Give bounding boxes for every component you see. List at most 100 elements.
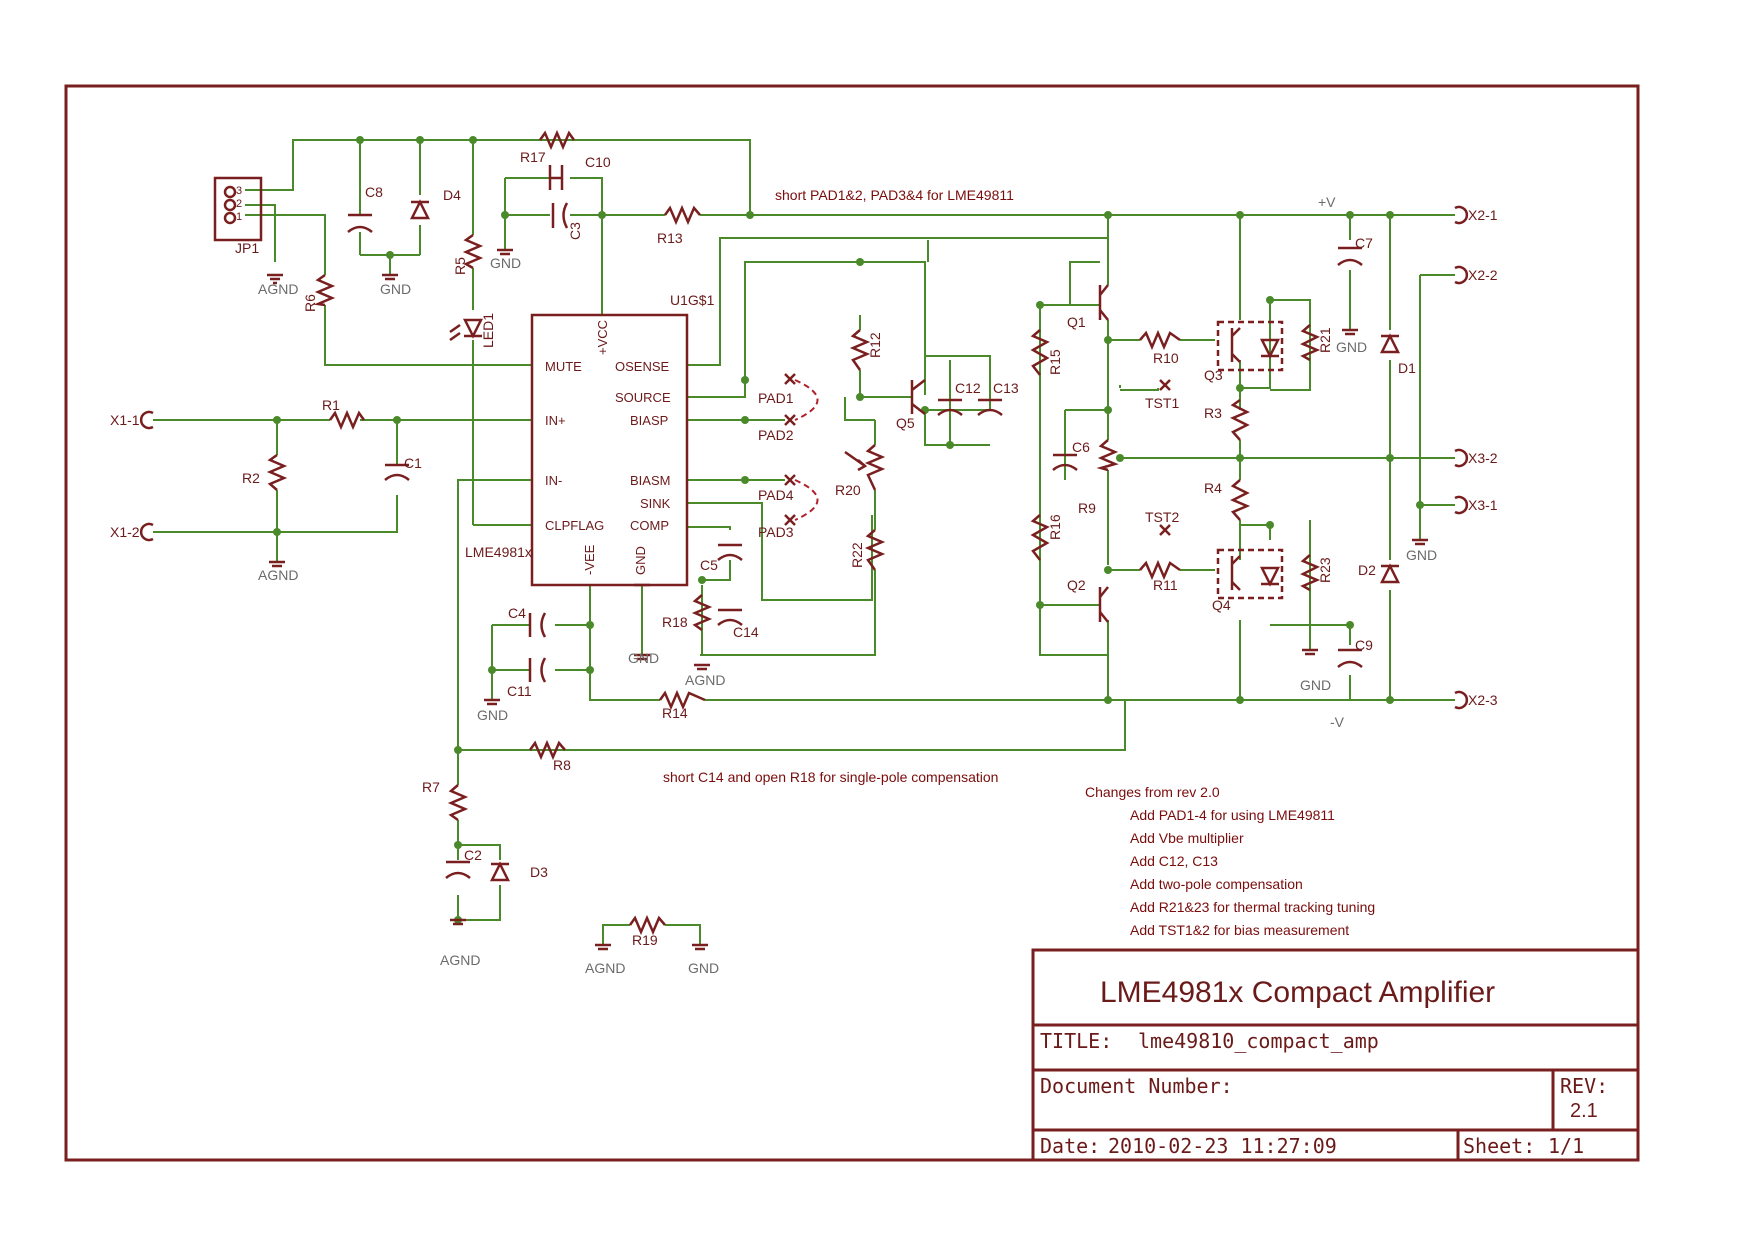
- label-led1: LED1: [480, 313, 496, 348]
- agnd-label: AGND: [258, 281, 298, 297]
- label-r23: R23: [1317, 557, 1333, 583]
- jp1-label: JP1: [235, 240, 259, 256]
- connector-x3-1: X3-1: [1468, 497, 1498, 513]
- pin-comp: COMP: [630, 518, 669, 533]
- label-r18: R18: [662, 614, 688, 630]
- change-item: Add TST1&2 for bias measurement: [1130, 922, 1349, 938]
- gnd-label: GND: [477, 707, 508, 723]
- date-label: Date:: [1040, 1134, 1100, 1158]
- label-d1: D1: [1398, 360, 1416, 376]
- label-c1: C1: [404, 455, 422, 471]
- label-pad2: PAD2: [758, 427, 794, 443]
- label-c8: C8: [365, 184, 383, 200]
- led-led1: [449, 318, 484, 342]
- connector-x2-3: X2-3: [1468, 692, 1498, 708]
- resistor-r23: [1300, 554, 1321, 592]
- capacitor-c12: [937, 398, 963, 416]
- change-item: Add Vbe multiplier: [1130, 830, 1244, 846]
- diode-d4: [409, 199, 431, 220]
- title-label: TITLE:: [1040, 1029, 1112, 1053]
- change-item: Add R21&23 for thermal tracking tuning: [1130, 899, 1375, 915]
- jp1-pin1: 1: [236, 211, 242, 223]
- change-item: Add two-pole compensation: [1130, 876, 1303, 892]
- label-pad4: PAD4: [758, 487, 794, 503]
- resistor-r17: [538, 129, 576, 151]
- agnd-label: AGND: [685, 672, 725, 688]
- label-r16: R16: [1047, 514, 1063, 540]
- document-number-label: Document Number:: [1040, 1074, 1233, 1098]
- pin-in-minus: IN-: [545, 473, 562, 488]
- terminals: X1-1 X1-2 X2-1 X2-2 X3-2 X3-1 X2-3 +V -V: [110, 194, 1498, 730]
- resistor-r19: [628, 914, 666, 936]
- resistor-r10: [1139, 329, 1181, 351]
- label-c11: C11: [507, 683, 532, 699]
- transistors: [910, 284, 1284, 623]
- label-q5: Q5: [896, 415, 915, 431]
- capacitor-c3: [551, 202, 569, 229]
- resistor-r11: [1139, 559, 1181, 581]
- label-r5: R5: [452, 257, 468, 275]
- rev-value: 2.1: [1570, 1100, 1598, 1122]
- jp1-pin2: 2: [236, 198, 242, 210]
- capacitor-c13: [977, 398, 1003, 416]
- sheet-value: 1/1: [1548, 1134, 1584, 1158]
- agnd-label: AGND: [440, 952, 480, 968]
- jp1-header: 3 2 1 JP1: [213, 176, 263, 256]
- label-r15: R15: [1047, 349, 1063, 375]
- label-c12: C12: [955, 380, 981, 396]
- change-item: Add C12, C13: [1130, 853, 1218, 869]
- label-c2: C2: [464, 847, 482, 863]
- gnd-label: GND: [688, 960, 719, 976]
- capacitor-c14: [717, 608, 743, 626]
- label-c7: C7: [1355, 235, 1373, 251]
- changes-list: Changes from rev 2.0 Add PAD1-4 for usin…: [1085, 784, 1375, 938]
- pin-clpflag: CLPFLAG: [545, 518, 604, 533]
- label-tst1: TST1: [1145, 395, 1179, 411]
- capacitor-c8: [347, 213, 373, 233]
- drawing-frame: [64, 84, 1640, 1162]
- title-value: lme49810_compact_amp: [1138, 1029, 1379, 1053]
- capacitor-c6: [1052, 453, 1078, 471]
- resistor-r4: [1230, 479, 1251, 521]
- pin-vcc: +VCC: [595, 320, 610, 355]
- rev-label: REV:: [1560, 1074, 1608, 1098]
- label-r19: R19: [632, 932, 658, 948]
- ground-symbols: GND GND AGND AGND GND GND AGND AGND AGND…: [258, 248, 1437, 976]
- agnd-label: AGND: [585, 960, 625, 976]
- connector-x3-2: X3-2: [1468, 450, 1498, 466]
- label-c6: C6: [1072, 439, 1090, 455]
- resistor-r8: [528, 739, 566, 761]
- transistor-q5: [910, 379, 926, 415]
- label-r9: R9: [1078, 500, 1096, 516]
- label-r20: R20: [835, 482, 861, 498]
- label-q3: Q3: [1204, 367, 1223, 383]
- label-r22: R22: [849, 542, 865, 568]
- capacitor-c1: [384, 463, 410, 481]
- pin-source: SOURCE: [615, 390, 671, 405]
- pin-osense: OSENSE: [615, 359, 670, 374]
- label-c3: C3: [567, 222, 583, 240]
- label-d4: D4: [443, 187, 461, 203]
- gnd-label: GND: [490, 255, 521, 271]
- change-item: Add PAD1-4 for using LME49811: [1130, 807, 1335, 823]
- sheet-label: Sheet:: [1463, 1134, 1535, 1158]
- rail-neg: -V: [1330, 714, 1345, 730]
- gnd-label: GND: [1336, 339, 1367, 355]
- pin-sink: SINK: [640, 496, 671, 511]
- changes-title: Changes from rev 2.0: [1085, 784, 1220, 800]
- gnd-label: GND: [1406, 547, 1437, 563]
- ic-ref: U1G$1: [670, 292, 715, 308]
- gnd-label: GND: [1300, 677, 1331, 693]
- resistor-r6: [313, 273, 336, 307]
- diode-d2: [1379, 563, 1401, 584]
- resistor-r7: [447, 784, 469, 822]
- label-d3: D3: [530, 864, 548, 880]
- label-q4: Q4: [1212, 597, 1231, 613]
- capacitor-c10: [548, 165, 564, 190]
- resistors: [266, 129, 1321, 936]
- label-pad1: PAD1: [758, 390, 794, 406]
- capacitor-c9: [1337, 648, 1363, 668]
- label-pad3: PAD3: [758, 524, 794, 540]
- resistor-r15: [1030, 329, 1050, 376]
- connector-x1-2: X1-2: [110, 524, 140, 540]
